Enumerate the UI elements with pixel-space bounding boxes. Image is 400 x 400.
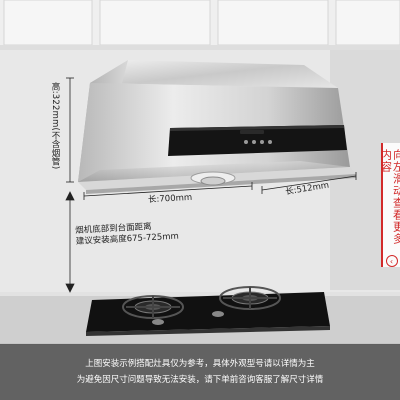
disclaimer-banner: 上图安装示例搭配灶具仅为参考，具体外观型号请以详情为主 为避免因尺寸问题导致无法… (0, 344, 400, 400)
width-label: 长:700mm (147, 192, 193, 206)
upper-cabinets (0, 0, 400, 50)
height-label: 高:322mm(不含烟管) (50, 82, 60, 170)
left-knob[interactable] (152, 319, 164, 325)
depth-dimension (261, 172, 357, 194)
chevron-left-icon: ‹ (385, 255, 398, 267)
range-hood (78, 60, 356, 194)
left-burner (122, 295, 184, 319)
swipe-more-tab[interactable]: 向左滑动查看更多内容 ‹ (379, 143, 400, 267)
right-burner (219, 286, 281, 310)
control-button-1[interactable] (244, 140, 248, 144)
brand-logo (240, 130, 264, 134)
install-height-dimension (65, 191, 75, 293)
disclaimer-line2: 为避免因尺寸问题导致无法安装，请下单前咨询客服了解尺寸详情 (76, 375, 324, 385)
control-button-4[interactable] (268, 140, 272, 144)
gas-cooktop (86, 286, 330, 336)
swipe-more-label: 向左滑动查看更多内容 (379, 149, 400, 245)
width-dimension (83, 182, 253, 200)
control-button-2[interactable] (252, 140, 256, 144)
height-dimension (66, 77, 74, 183)
disclaimer-line1: 上图安装示例搭配灶具仅为参考，具体外观型号请以详情为主 (85, 359, 315, 369)
right-knob[interactable] (212, 311, 224, 317)
control-button-3[interactable] (260, 140, 264, 144)
